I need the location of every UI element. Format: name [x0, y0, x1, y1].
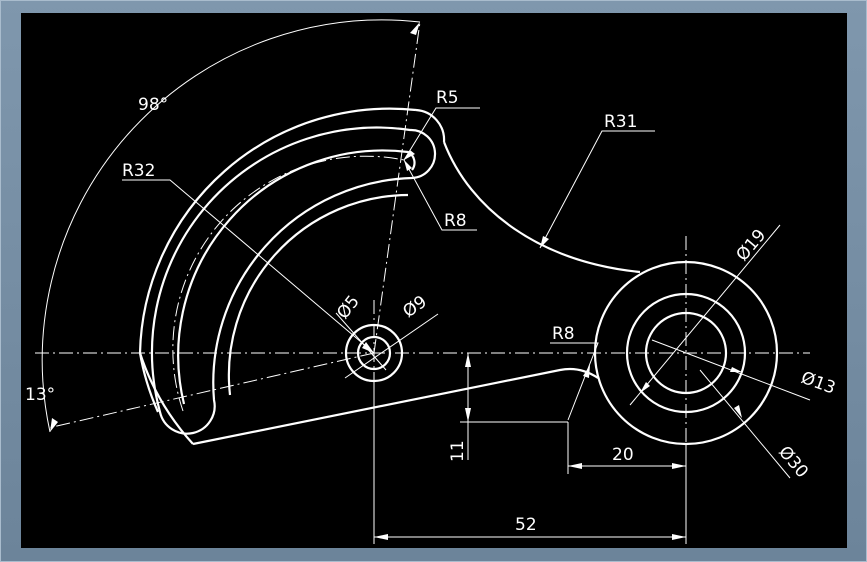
- label-dia30: Ø30: [774, 442, 812, 482]
- small-hole-inner: [356, 335, 392, 371]
- arm-bottom-end-cap: [138, 352, 160, 413]
- arrow-r8-bottom: [583, 365, 590, 378]
- dimension-labels: 98° 13° R5 R8 R31 R32 R8 Ø5 Ø9 Ø19 Ø13 Ø…: [25, 88, 838, 535]
- angle-98-arc: [41, 19, 421, 433]
- arrow-dia13: [730, 367, 742, 372]
- r31-blend-arc: [442, 141, 641, 274]
- label-dia9: Ø9: [399, 292, 430, 322]
- label-dia13: Ø13: [798, 368, 838, 399]
- arm-inner-arc-lower: [227, 193, 409, 396]
- label-dia5: Ø5: [333, 292, 364, 323]
- cad-drawing-area[interactable]: 98° 13° R5 R8 R31 R32 R8 Ø5 Ø9 Ø19 Ø13 Ø…: [21, 13, 847, 548]
- r8-top-leader: [403, 159, 477, 231]
- arrow-20-right: [672, 463, 686, 469]
- slot-outer-edge: [150, 126, 437, 435]
- arrow-r5: [404, 150, 415, 160]
- label-r8-top: R8: [444, 211, 467, 231]
- r8-bottom-leader: [550, 342, 599, 421]
- small-hole-outer: [344, 323, 404, 383]
- label-angle-98: 98°: [138, 95, 168, 115]
- arm-outer-arc: [138, 107, 417, 445]
- dia30-leader: [699, 369, 791, 479]
- arrow-11-bottom: [465, 408, 471, 422]
- arrow-98-bottom: [50, 418, 58, 432]
- arrowheads: [50, 22, 742, 540]
- center-lines: [35, 21, 810, 470]
- radial-centerline-bottom: [47, 352, 375, 429]
- hub-middle-circle: [625, 292, 747, 414]
- hub-inner-circle: [644, 311, 728, 395]
- label-d11: 11: [448, 440, 468, 462]
- arc-centerline-r32: [172, 155, 405, 412]
- label-d52: 52: [515, 515, 537, 535]
- label-r5: R5: [436, 88, 459, 108]
- label-r32: R32: [122, 161, 155, 181]
- label-d20: 20: [612, 445, 634, 465]
- arrow-52-left: [374, 534, 388, 540]
- arrow-dia30: [734, 405, 742, 418]
- arrow-r31: [540, 236, 549, 248]
- label-r31: R31: [604, 112, 637, 132]
- arrow-20-left: [568, 463, 582, 469]
- radial-centerline-top: [373, 21, 421, 354]
- arrow-dia19: [640, 382, 650, 393]
- dia19-leader: [629, 224, 781, 406]
- r32-leader: [122, 179, 375, 354]
- label-angle-13: 13°: [25, 385, 55, 405]
- dia9-leader: [344, 313, 439, 379]
- arrow-11-top: [465, 353, 471, 367]
- arm-top-end-cap: [415, 108, 446, 143]
- label-dia19: Ø19: [733, 226, 771, 266]
- lower-edge: [192, 367, 599, 446]
- label-r8-bottom: R8: [552, 324, 575, 344]
- dia5-leader: [335, 312, 387, 371]
- arrow-r8-top: [404, 160, 412, 171]
- arrow-98-top: [410, 22, 420, 35]
- cad-drawing: 98° 13° R5 R8 R31 R32 R8 Ø5 Ø9 Ø19 Ø13 Ø…: [25, 19, 838, 544]
- r31-leader: [539, 130, 655, 249]
- arrow-52-right: [672, 534, 686, 540]
- arrow-r32: [362, 342, 374, 353]
- r5-leader: [403, 107, 480, 161]
- part-outline: [138, 107, 779, 446]
